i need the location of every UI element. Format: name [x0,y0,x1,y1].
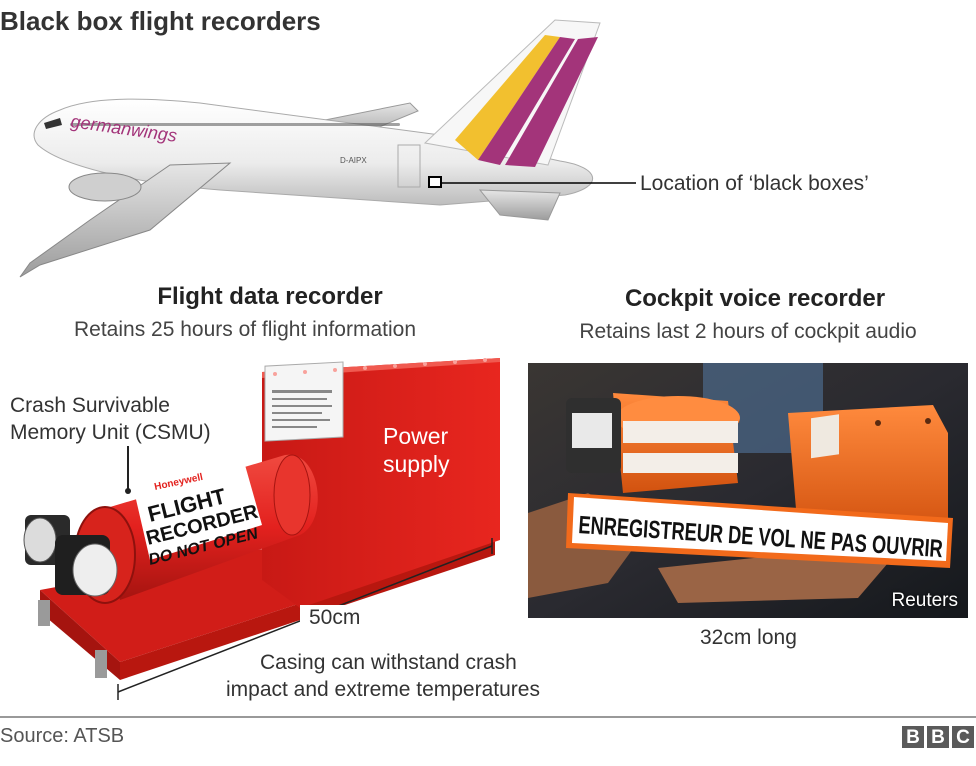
fdr-length-label: 50cm [309,606,361,629]
bbc-logo-letter: B [902,726,924,748]
cvr-photo: ENREGISTREUR DE VOL NE PAS OUVRIR Reuter… [528,363,968,618]
csmu-label-line2: Memory Unit (CSMU) [10,421,211,444]
cvr-heading: Cockpit voice recorder [624,285,886,312]
page-title: Black box flight recorders [0,6,321,36]
fdr-heading: Flight data recorder [157,283,383,310]
livery-magenta-stripe [478,37,575,165]
cvr-subheading: Retains last 2 hours of cockpit audio [579,320,917,343]
bbc-logo-letter: C [952,726,974,748]
black-box-location-marker [428,176,442,188]
livery-yellow-stripe [455,35,560,160]
bbc-logo: B B C [902,726,974,748]
cvr-length-label: 32cm long [700,626,797,649]
casing-label-line1: Casing can withstand crash [260,651,517,674]
flight-data-recorder-illustration: Honeywell FLIGHT RECORDER DO NOT OPEN [23,358,500,700]
bbc-logo-letter: B [927,726,949,748]
aircraft-registration: D-AIPX [340,156,367,165]
photo-credit: Reuters [891,590,958,611]
casing-label-line2: impact and extreme temperatures [226,678,540,701]
fdr-subheading: Retains 25 hours of flight information [73,318,417,341]
csmu-label-line1: Crash Survivable [10,394,170,417]
footer-divider [0,716,976,718]
source-note: Source: ATSB [0,725,125,747]
airplane-illustration: germanwings D-AIPX [19,19,636,278]
location-label: Location of ‘black boxes’ [640,172,869,195]
power-label-line2: supply [383,451,450,477]
power-label-line1: Power [383,423,449,449]
